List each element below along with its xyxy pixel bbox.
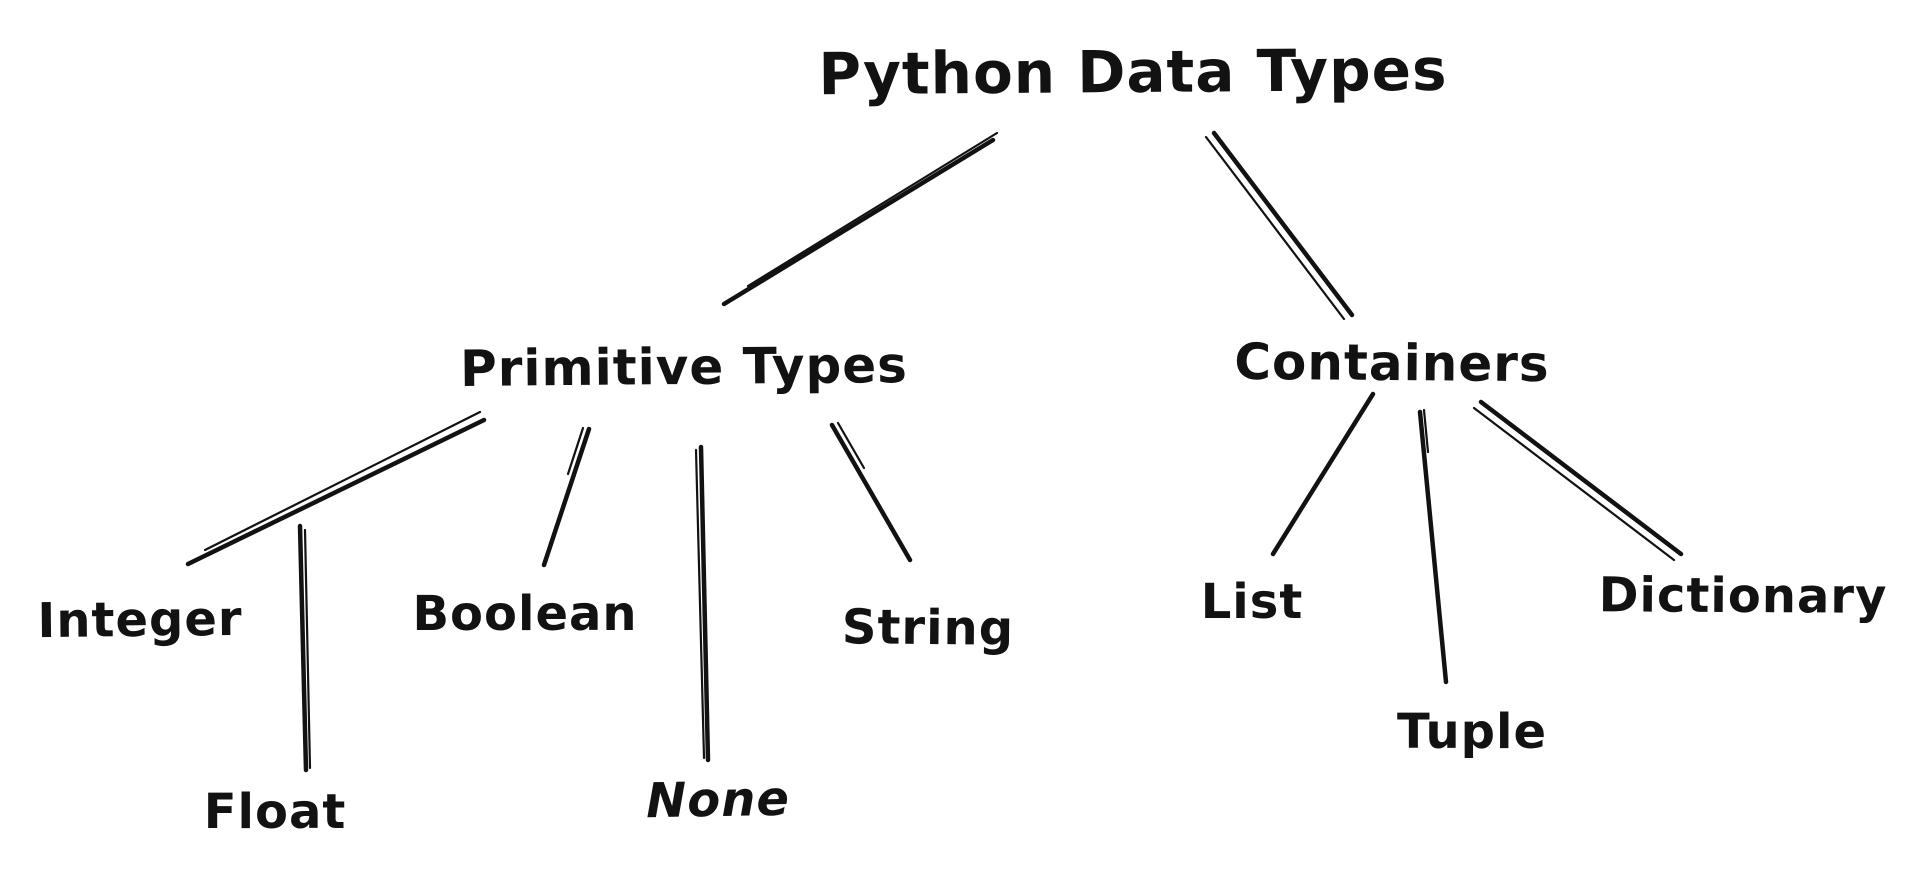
node-boolean: Boolean xyxy=(412,586,638,642)
edge-primitive-none xyxy=(694,444,711,763)
edge-root-primitive xyxy=(721,131,999,307)
edge-root-containers xyxy=(1204,130,1355,321)
node-dictionary: Dictionary xyxy=(1598,567,1888,625)
edge-containers-tuple xyxy=(1417,408,1449,685)
edge-primitive-float xyxy=(297,523,312,773)
edge-containers-dictionary xyxy=(1472,399,1684,562)
node-containers: Containers xyxy=(1234,332,1550,394)
node-tuple: Tuple xyxy=(1396,704,1548,760)
edge-primitive-boolean xyxy=(541,426,592,568)
node-list: List xyxy=(1200,574,1304,630)
edge-containers-list xyxy=(1270,391,1376,557)
node-primitive-types: Primitive Types xyxy=(459,336,909,398)
node-string: String xyxy=(841,599,1015,657)
edge-primitive-string xyxy=(829,421,913,563)
node-none: None xyxy=(645,770,791,830)
edge-primitive-integer xyxy=(185,410,487,567)
node-python-data-types: Python Data Types xyxy=(818,35,1448,109)
node-integer: Integer xyxy=(37,590,243,650)
node-float: Float xyxy=(203,784,347,840)
